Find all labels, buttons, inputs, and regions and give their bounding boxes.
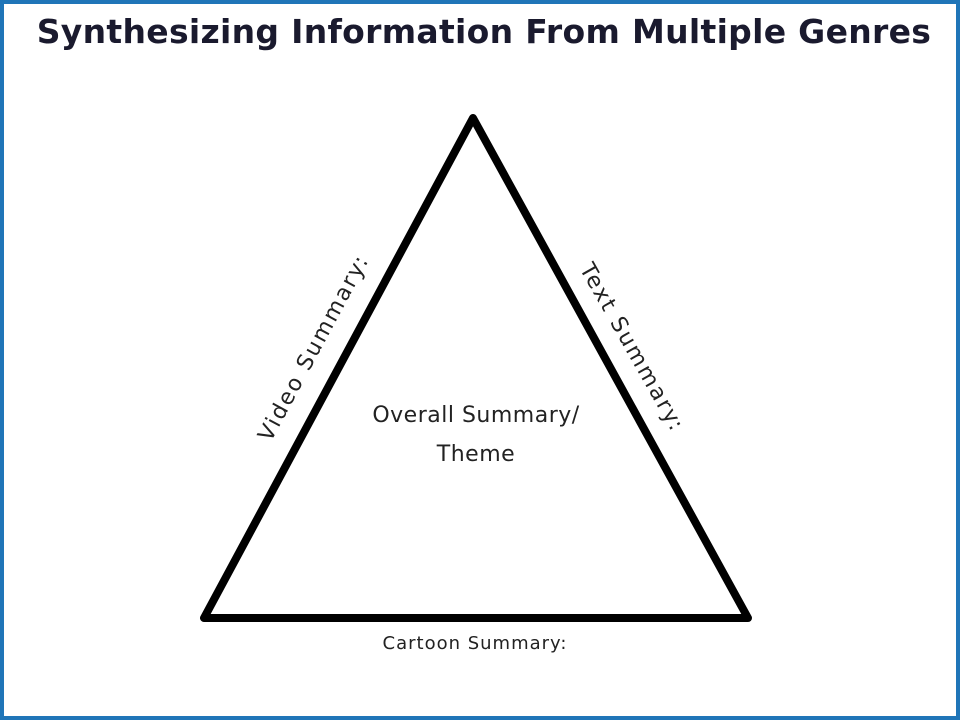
overall-summary-label: Overall Summary/: [372, 403, 579, 428]
theme-label: Theme: [436, 442, 515, 467]
triangle-outline: [200, 114, 752, 622]
slide-title: Synthesizing Information From Multiple G…: [36, 12, 932, 51]
synthesis-triangle-diagram: Video Summary: Text Summary: Overall Sum…: [200, 114, 752, 654]
cartoon-summary-label: Cartoon Summary:: [383, 633, 568, 654]
